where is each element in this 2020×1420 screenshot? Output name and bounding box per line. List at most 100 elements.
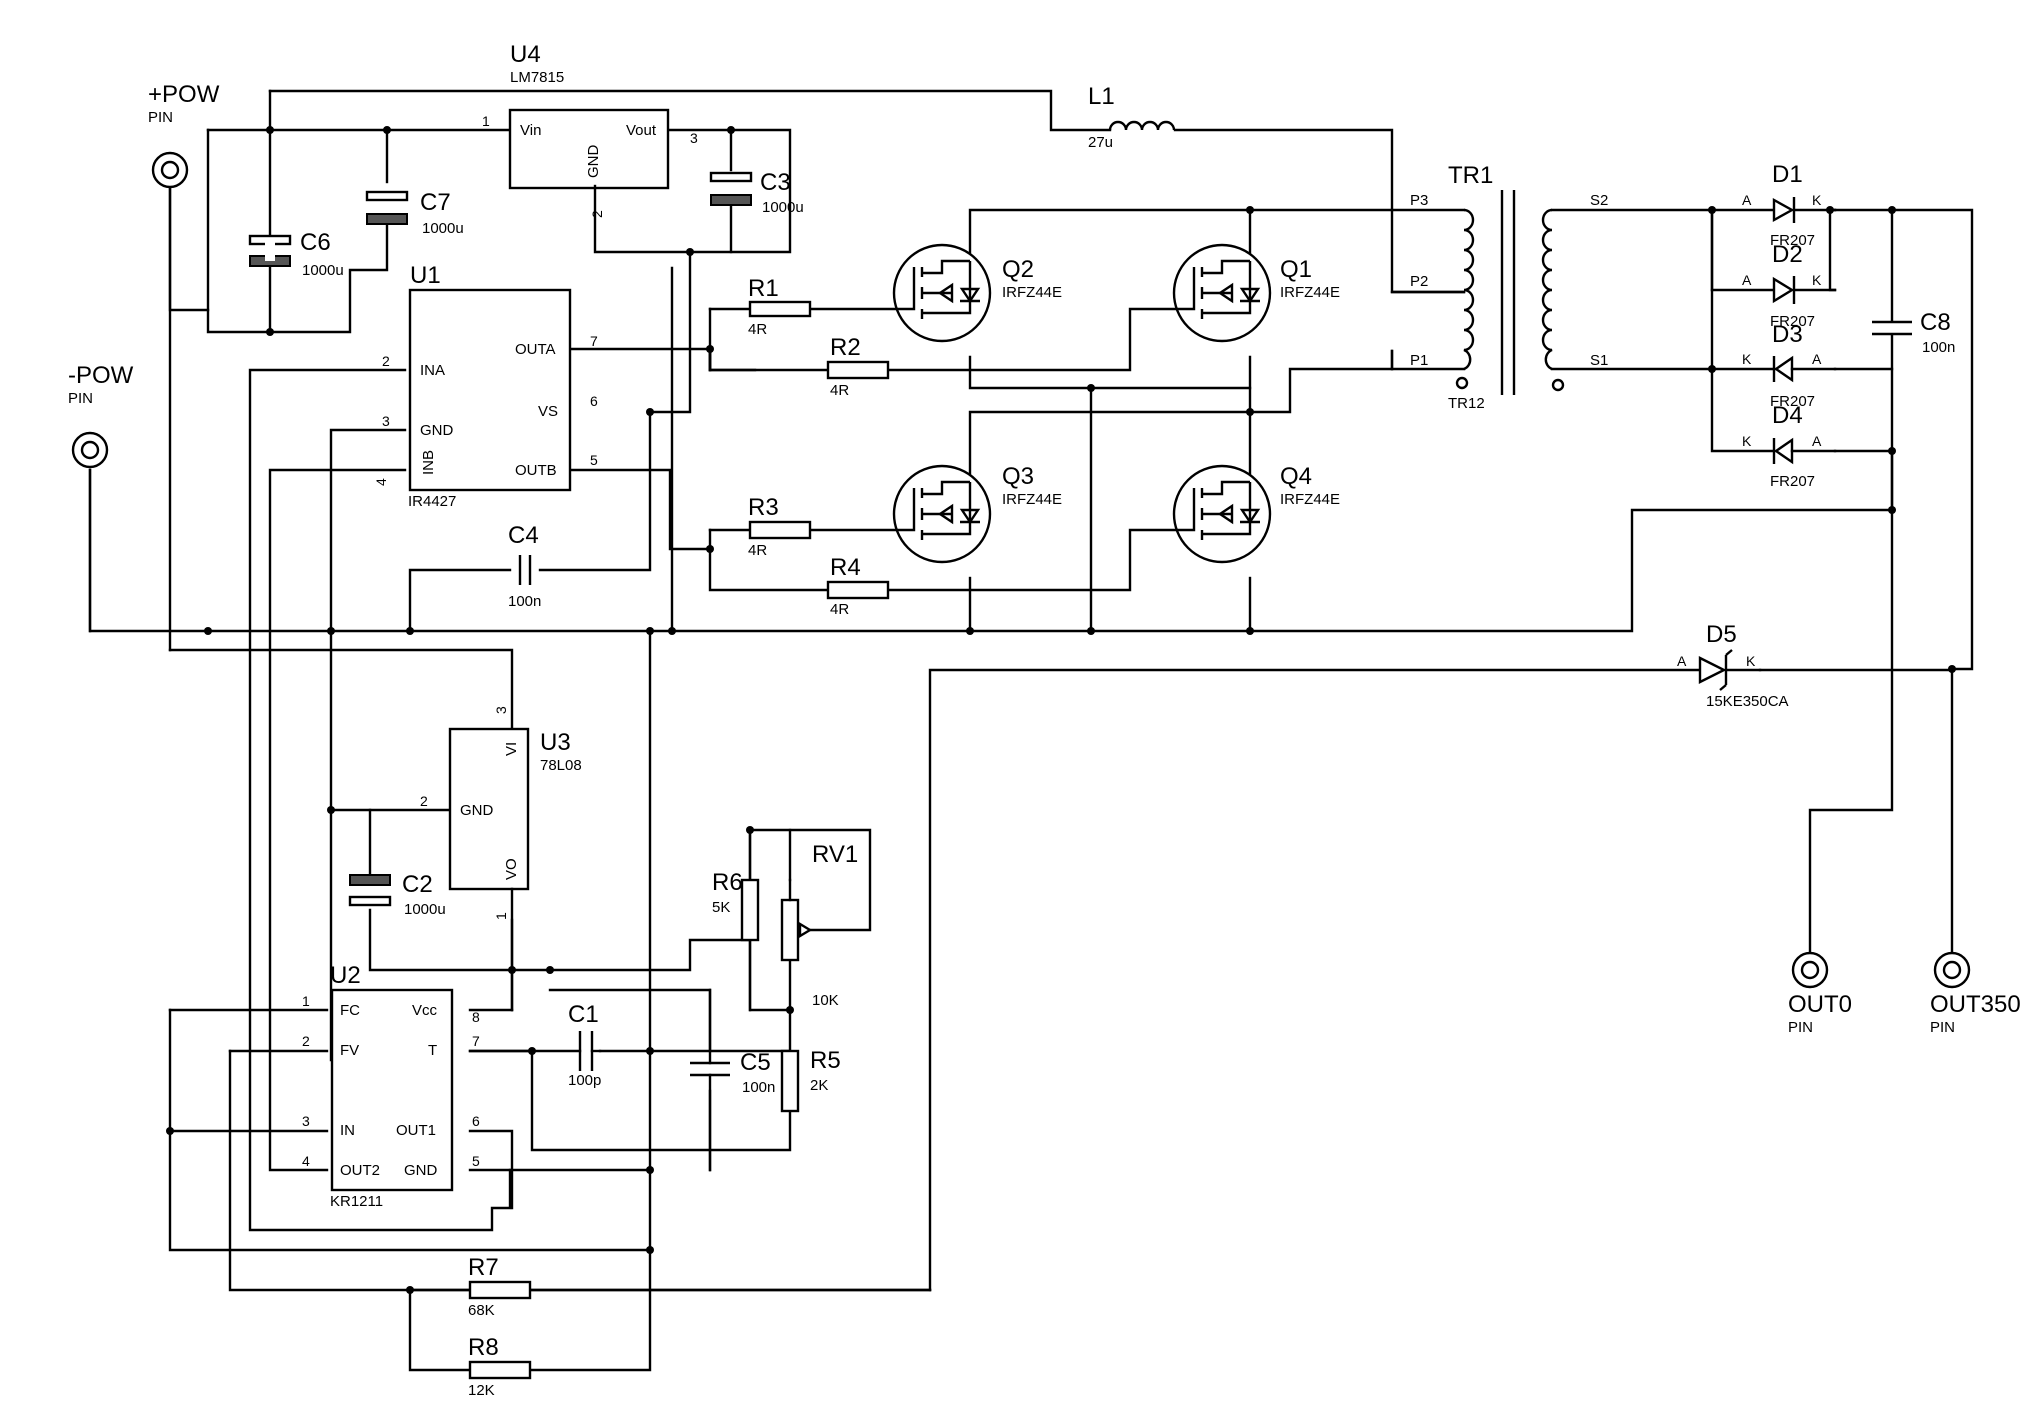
u1-pinnum-2: 2 [382,353,390,369]
diode-d2[interactable]: D2 FR207 A K [1742,241,1837,330]
d2-ref: D2 [1772,241,1803,268]
q3-ref: Q3 [1002,463,1034,490]
u4-pinnum-3: 3 [690,130,698,146]
u2-pinnum-8: 8 [472,1009,480,1025]
d1-pin-a: A [1742,192,1752,208]
u2-pin-t: T [428,1042,437,1059]
c4-value: 100n [508,593,541,610]
u1-pinnum-6: 6 [590,393,598,409]
r7-value: 68K [468,1302,495,1319]
out0-type: PIN [1788,1019,1813,1036]
u2-pinnum-1: 1 [302,993,310,1009]
c8-value: 100n [1922,339,1955,356]
mosfet-q3[interactable]: Q3 IRFZ44E [892,463,1062,564]
resistor-r7[interactable]: R7 68K [468,1254,532,1319]
q4-ref: Q4 [1280,463,1312,490]
mosfet-q1[interactable]: Q1 IRFZ44E [1172,243,1340,343]
r8-value: 12K [468,1382,495,1399]
d3-value: FR207 [1770,393,1815,410]
u3-pinnum-3: 3 [493,706,509,714]
resistor-r2[interactable]: R2 4R [826,334,890,399]
q1-ref: Q1 [1280,256,1312,283]
capacitor-c6[interactable]: C6 1000u [248,229,344,279]
d2-pin-k: K [1812,272,1822,288]
r4-ref: R4 [830,554,861,581]
d5-ref: D5 [1706,621,1737,648]
r7-ref: R7 [468,1254,499,1281]
capacitor-c5[interactable]: C5 100n [690,988,775,1172]
r5-ref: R5 [810,1047,841,1074]
out350-connector[interactable]: OUT350 PIN [1930,951,2020,1036]
u1-pin-outb: OUTB [515,462,557,479]
u4-pin-vin: Vin [520,122,541,139]
u1-pinnum-3: 3 [382,413,390,429]
capacitor-c2[interactable]: C2 1000u [348,871,446,918]
c6-ref: C6 [300,229,331,256]
l1-ref: L1 [1088,83,1115,110]
diode-d1[interactable]: D1 FR207 A K [1742,161,1837,249]
r3-value: 4R [748,542,767,559]
capacitor-c3[interactable]: C3 1000u [709,169,804,216]
resistor-r8[interactable]: R8 12K [468,1334,532,1399]
c5-value: 100n [742,1079,775,1096]
tr1-value: TR12 [1448,395,1485,412]
r1-value: 4R [748,321,767,338]
diode-d5[interactable]: D5 15KE350CA A K [1677,621,1789,710]
r5-value: 2K [810,1077,828,1094]
d1-pin-k: K [1812,192,1822,208]
u2-pinnum-7: 7 [472,1033,480,1049]
u1-value: IR4427 [408,493,456,510]
q4-value: IRFZ44E [1280,491,1340,508]
capacitor-c8[interactable]: C8 100n [1872,309,1955,356]
d3-ref: D3 [1772,321,1803,348]
resistor-r3[interactable]: R3 4R [748,494,812,559]
out350-type: PIN [1930,1019,1955,1036]
c4-ref: C4 [508,522,539,549]
capacitor-c4[interactable]: C4 100n [508,522,541,610]
driver-u1[interactable]: U1 IR4427 INA GND INB OUTA VS OUTB 2 3 4… [373,262,598,510]
tr1-pin-s2: S2 [1590,192,1608,209]
u2-pinnum-3: 3 [302,1113,310,1129]
u2-pin-gnd: GND [404,1162,438,1179]
u1-pin-inb: INB [420,450,437,475]
transformer-tr1[interactable]: TR1 TR12 P3 P2 P1 S2 S1 [1390,162,1608,412]
rv1-value: 10K [812,992,839,1009]
mosfet-q4[interactable]: Q4 IRFZ44E [1172,463,1340,564]
diode-d3[interactable]: D3 FR207 K A [1742,321,1837,410]
u2-pin-fc: FC [340,1002,360,1019]
regulator-u4[interactable]: U4 LM7815 Vin Vout GND 1 3 2 [482,41,698,218]
out0-connector[interactable]: OUT0 PIN [1788,951,1852,1036]
tr1-pin-p1: P1 [1410,352,1428,369]
u2-pin-vcc: Vcc [412,1002,438,1019]
inductor-l1[interactable]: L1 27u [1088,83,1176,151]
neg-power-connector[interactable]: -POW PIN [68,362,134,469]
capacitor-c7[interactable]: C7 1000u [365,189,464,237]
c6-value: 1000u [302,262,344,279]
pos-power-connector[interactable]: +POW PIN [148,81,220,189]
mosfet-q2[interactable]: Q2 IRFZ44E [892,243,1062,343]
resistor-r6[interactable]: R6 5K [712,869,760,942]
diode-d4[interactable]: D4 FR207 K A [1742,402,1837,490]
d4-ref: D4 [1772,402,1803,429]
u1-pin-gnd: GND [420,422,454,439]
out0-label: OUT0 [1788,991,1852,1018]
pos-power-type: PIN [148,109,173,126]
r4-value: 4R [830,601,849,618]
capacitor-c1[interactable]: C1 100p [568,1001,601,1089]
resistor-r5[interactable]: R5 2K [780,1047,841,1113]
c5-ref: C5 [740,1049,771,1076]
r6-ref: R6 [712,869,743,896]
r1-ref: R1 [748,275,779,302]
regulator-u3[interactable]: U3 78L08 GND VI VO 2 3 1 [420,706,582,972]
potentiometer-rv1[interactable]: RV1 10K [780,841,858,1009]
r6-value: 5K [712,899,730,916]
d4-pin-a: A [1812,433,1822,449]
resistor-r4[interactable]: R4 4R [826,554,890,618]
controller-u2[interactable]: U2 KR1211 FC FV IN OUT2 Vcc T OUT1 GND 1… [302,962,480,1210]
u1-pinnum-4: 4 [373,478,389,486]
resistor-r1[interactable]: R1 4R [748,275,812,338]
r3-ref: R3 [748,494,779,521]
c3-value: 1000u [762,199,804,216]
r2-value: 4R [830,382,849,399]
